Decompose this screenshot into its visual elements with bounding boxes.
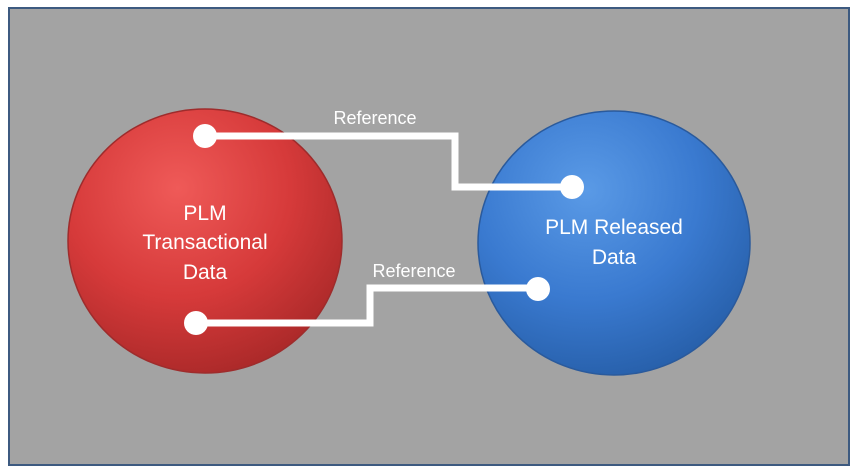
bottom-reference-label: Reference [372,261,455,281]
released-data-node [477,110,751,376]
bottom-reference-connector [196,284,538,327]
top-reference-connector [205,132,571,191]
bottom-connector-end-dot [526,277,550,301]
top-connector-start-dot [193,124,217,148]
top-connector-end-dot [560,175,584,199]
released-label-line1: PLM Released [545,216,683,239]
transactional-data-node [67,108,343,374]
transactional-label-line2: Transactional [142,231,267,254]
top-reference-label: Reference [333,108,416,128]
transactional-label-line1: PLM [183,202,226,225]
bottom-connector-start-dot [184,311,208,335]
transactional-label-line3: Data [183,261,228,284]
released-label-line2: Data [592,246,637,269]
